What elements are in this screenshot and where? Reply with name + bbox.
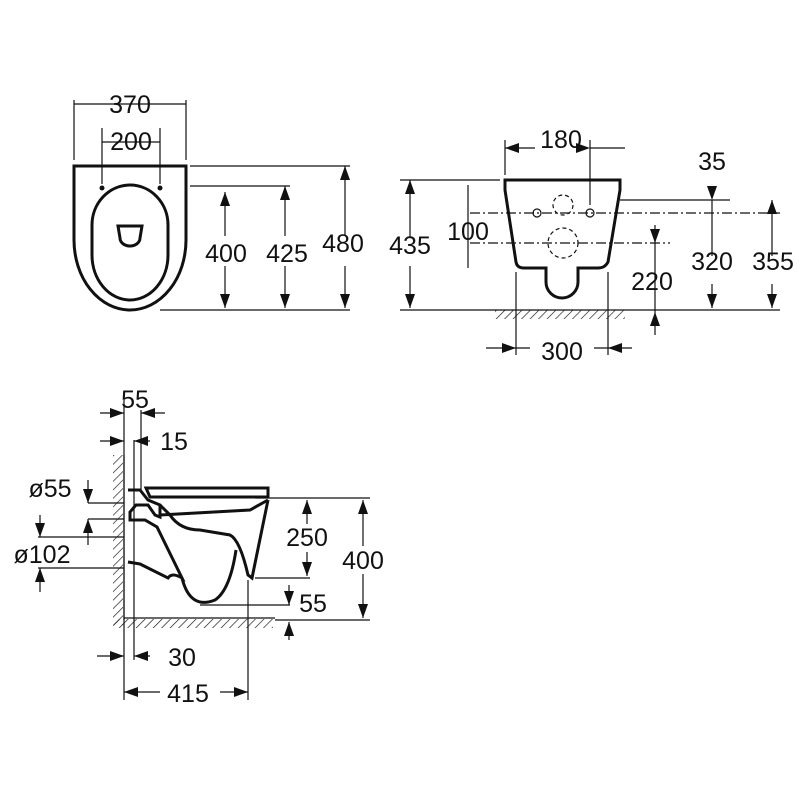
dim-300: 300 — [541, 338, 583, 366]
front-view: 180 35 435 100 220 320 355 300 — [380, 126, 794, 366]
dim-35: 35 — [698, 148, 726, 176]
dim-dia102: ø102 — [14, 541, 71, 569]
dim-30: 30 — [168, 644, 196, 672]
dim-180: 180 — [540, 126, 582, 154]
dim-320: 320 — [691, 248, 733, 276]
dim-15: 15 — [160, 428, 188, 456]
dim-480: 480 — [322, 230, 364, 258]
bowl-front-outline — [503, 178, 622, 300]
dim-400-side: 400 — [342, 547, 384, 575]
dim-355: 355 — [752, 248, 794, 276]
dim-370: 370 — [109, 91, 151, 119]
wall — [113, 455, 123, 625]
dim-55-bottom: 55 — [299, 590, 327, 618]
top-view: 370 200 400 425 480 — [72, 91, 376, 312]
dim-400: 400 — [205, 240, 247, 268]
dim-100: 100 — [447, 218, 489, 246]
seat-lid — [143, 486, 270, 499]
dim-425: 425 — [266, 240, 308, 268]
side-view: 55 15 ø55 ø102 250 400 55 30 415 — [14, 386, 392, 708]
dim-250: 250 — [286, 524, 328, 552]
bowl-top-outline — [72, 164, 188, 312]
floor — [113, 619, 273, 628]
dim-200: 200 — [110, 128, 152, 156]
dim-dia55: ø55 — [28, 475, 71, 503]
dim-415: 415 — [167, 680, 209, 708]
dim-435: 435 — [389, 232, 431, 260]
bowl-side-outline — [127, 488, 270, 604]
dim-220: 220 — [631, 268, 673, 296]
dim-55-top: 55 — [121, 386, 149, 414]
